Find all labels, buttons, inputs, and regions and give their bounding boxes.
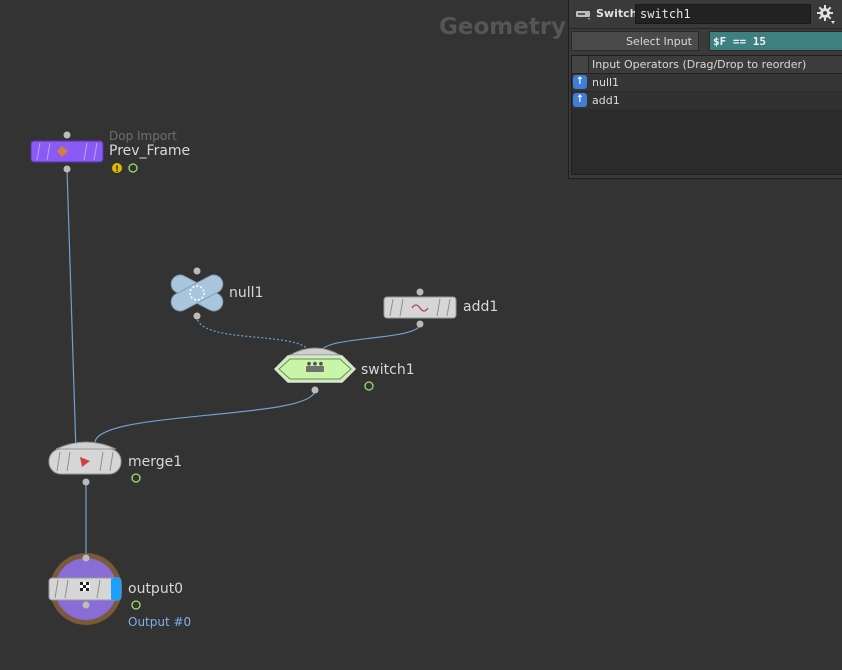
input-operator-label: add1: [592, 94, 620, 107]
list-corner: [572, 56, 589, 73]
wire-prevframe-merge: [66, 168, 77, 453]
node-output0[interactable]: [48, 553, 141, 625]
node-merge1[interactable]: [48, 441, 141, 486]
display-flag-icon: [128, 163, 138, 173]
dop-import-icon: [57, 146, 68, 157]
wire-add-switch: [321, 323, 421, 351]
output-index-label: Output #0: [128, 615, 192, 629]
select-input-label: Select Input: [571, 31, 699, 51]
svg-text:!: !: [115, 165, 119, 175]
panel-header: Switch: [569, 0, 842, 28]
arrow-up-icon[interactable]: ↑: [573, 93, 587, 107]
input-operators-list[interactable]: Input Operators (Drag/Drop to reorder) ↑…: [571, 55, 842, 175]
node-add1[interactable]: [383, 288, 457, 328]
display-flag-icon: [364, 381, 374, 391]
select-input-expression[interactable]: $F == 15: [709, 31, 842, 51]
parameter-panel: Switch Select Input $F == 15 Input Opera…: [568, 0, 842, 179]
merge-icon: [80, 457, 90, 467]
null-icon: [189, 285, 205, 301]
node-prev-frame[interactable]: !: [30, 131, 138, 176]
node-type-label: Dop Import: [109, 129, 177, 143]
node-switch1[interactable]: ● ● ●: [273, 347, 374, 394]
input-operator-row[interactable]: ↑ add1: [572, 92, 842, 110]
node-name-output0[interactable]: output0: [128, 581, 184, 597]
context-label: Geometry: [439, 14, 567, 40]
warning-icon: [112, 163, 122, 173]
input-operator-label: null1: [592, 76, 620, 89]
arrow-up-icon[interactable]: ↑: [573, 75, 587, 89]
node-name-null1[interactable]: null1: [229, 285, 264, 301]
display-flag-icon: [131, 600, 141, 610]
node-name-add1[interactable]: add1: [463, 299, 499, 315]
input-operators-header-label: Input Operators (Drag/Drop to reorder): [592, 58, 807, 71]
switch-icon: [306, 366, 324, 372]
gear-icon[interactable]: [816, 4, 836, 24]
switch-op-icon: [576, 11, 590, 20]
add-icon: [411, 304, 429, 312]
header-divider: [569, 28, 842, 29]
node-null1[interactable]: [168, 267, 226, 320]
node-name-prev-frame[interactable]: Prev_Frame: [109, 143, 191, 159]
node-name-input[interactable]: [635, 4, 811, 24]
wire-switch-merge: [94, 389, 316, 443]
wire-null-switch: [196, 315, 311, 353]
node-name-switch1[interactable]: switch1: [361, 362, 415, 378]
operator-type-label: Switch: [596, 7, 638, 20]
input-operators-header: Input Operators (Drag/Drop to reorder): [572, 56, 842, 74]
display-flag-icon: [131, 473, 141, 483]
node-name-merge1[interactable]: merge1: [128, 454, 183, 470]
svg-text:● ● ●: ● ● ●: [307, 361, 324, 367]
input-operator-row[interactable]: ↑ null1: [572, 74, 842, 92]
